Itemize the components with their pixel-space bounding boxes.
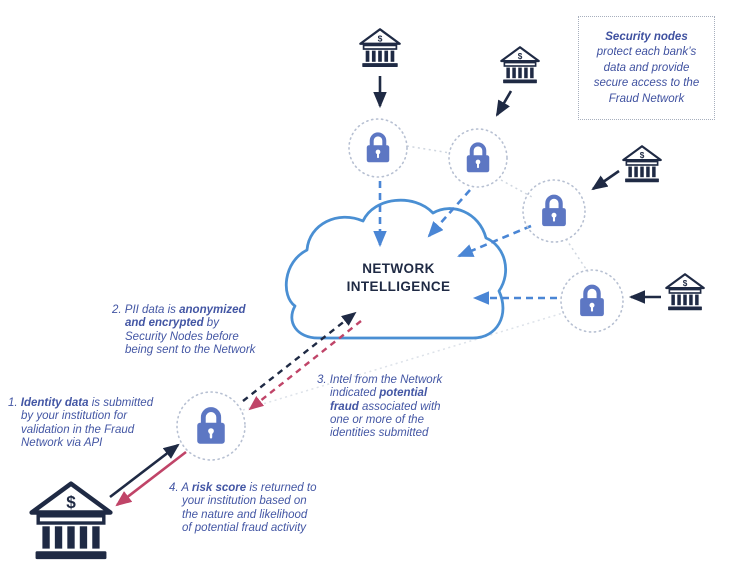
cloud-icon bbox=[284, 198, 508, 340]
node-to-cloud-dashed-navy-arrow bbox=[242, 311, 357, 402]
step3-note: 3. Intel from the Network indicated pote… bbox=[317, 374, 530, 441]
note-bold-text: anonymized and encrypted bbox=[125, 304, 246, 330]
note-text: 2. PII data is bbox=[112, 304, 180, 316]
security-node-circle bbox=[448, 128, 508, 188]
security-node-circle bbox=[176, 391, 246, 461]
node-to-cloud-arrows bbox=[373, 181, 557, 305]
node-mesh-lines bbox=[242, 145, 589, 411]
note-text: is submitted by your institution for val… bbox=[21, 397, 154, 449]
step2-note: 2. PII data is anonymized and encrypted … bbox=[112, 304, 325, 357]
security-node-circle bbox=[348, 118, 408, 178]
bank-dollar-sign: $ bbox=[683, 279, 688, 288]
node-to-bank-red-arrow bbox=[115, 450, 187, 507]
mesh-line bbox=[406, 145, 451, 154]
bank-dollar-sign: $ bbox=[518, 52, 523, 61]
mesh-line bbox=[500, 179, 533, 198]
mesh-line bbox=[242, 312, 564, 411]
dashed-blue-arrow bbox=[427, 189, 471, 238]
note-text: 4. A bbox=[169, 482, 192, 494]
security-node-circle bbox=[560, 269, 624, 333]
info-box-title: Security nodes bbox=[605, 31, 688, 43]
bank-dollar-sign: $ bbox=[66, 492, 76, 512]
note-bold-text: risk score bbox=[191, 482, 247, 494]
step1-note: 1. Identity data is submitted by your in… bbox=[8, 397, 221, 450]
info-box-body: protect each bank’s data and provide sec… bbox=[593, 46, 700, 105]
bank-icons: $ $ $ $ $ bbox=[32, 28, 705, 559]
solid-navy-arrow bbox=[591, 169, 620, 191]
security-nodes-info-box: Security nodes protect each bank’s data a… bbox=[578, 16, 715, 121]
padlock-icon bbox=[364, 132, 392, 165]
dashed-blue-arrow bbox=[457, 224, 532, 258]
note-text: is returned to your institution based on… bbox=[182, 482, 317, 534]
padlock-icon bbox=[464, 142, 492, 175]
bank-dollar-sign: $ bbox=[640, 151, 645, 160]
note-text: 3. Intel from the Network indicated bbox=[317, 374, 443, 400]
step4-note: 4. A risk score is returned to your inst… bbox=[169, 482, 392, 535]
note-text: 1. bbox=[8, 397, 21, 409]
solid-navy-arrow bbox=[495, 90, 513, 117]
note-bold-text: potential fraud bbox=[330, 387, 428, 413]
mesh-line bbox=[565, 238, 589, 273]
cloud-to-node-dashed-red-arrow bbox=[248, 320, 362, 411]
note-text: by Security Nodes before being sent to t… bbox=[125, 317, 256, 356]
bank-dollar-sign: $ bbox=[378, 34, 383, 44]
security-node-circles bbox=[176, 118, 624, 461]
network-intelligence-label: NETWORK INTELLIGENCE bbox=[346, 261, 451, 294]
note-text: associated with one or more of the ident… bbox=[330, 400, 441, 440]
padlock-icon bbox=[580, 287, 604, 316]
bank-to-node-arrows bbox=[109, 76, 661, 499]
padlock-icon bbox=[542, 197, 566, 226]
solid-navy-arrow bbox=[109, 443, 180, 499]
note-bold-text: Identity data bbox=[20, 397, 89, 409]
security-node-circle bbox=[522, 179, 586, 243]
